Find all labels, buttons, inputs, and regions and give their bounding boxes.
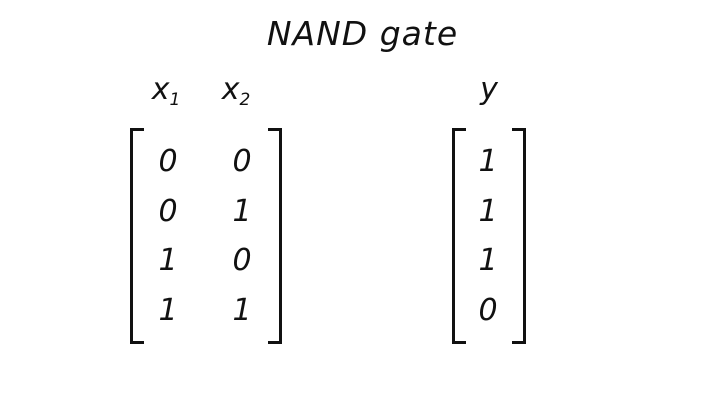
input-cell: 0	[232, 144, 252, 179]
input-cell: 1	[232, 194, 252, 229]
input-cell: 1	[158, 293, 178, 328]
output-cell: 1	[478, 243, 498, 278]
x2-header-subscript: 2	[239, 90, 251, 110]
y-header: y	[480, 72, 498, 107]
output-cell: 1	[478, 194, 498, 229]
input-cell: 0	[232, 243, 252, 278]
x2-header-base: x	[221, 72, 240, 107]
output-vector-right-bracket	[512, 128, 526, 344]
x2-header: x2	[206, 72, 266, 110]
input-cell: 1	[158, 243, 178, 278]
input-matrix-left-bracket	[130, 128, 144, 344]
input-cell: 0	[158, 144, 178, 179]
input-matrix-right-bracket	[268, 128, 282, 344]
diagram-title: NAND gate	[266, 14, 459, 53]
input-cell: 0	[158, 194, 178, 229]
output-vector-left-bracket	[452, 128, 466, 344]
output-cell: 0	[478, 293, 498, 328]
x1-header: x1	[136, 72, 196, 110]
x1-header-subscript: 1	[169, 90, 181, 110]
input-cell: 1	[232, 293, 252, 328]
x1-header-base: x	[151, 72, 170, 107]
output-cell: 1	[478, 144, 498, 179]
